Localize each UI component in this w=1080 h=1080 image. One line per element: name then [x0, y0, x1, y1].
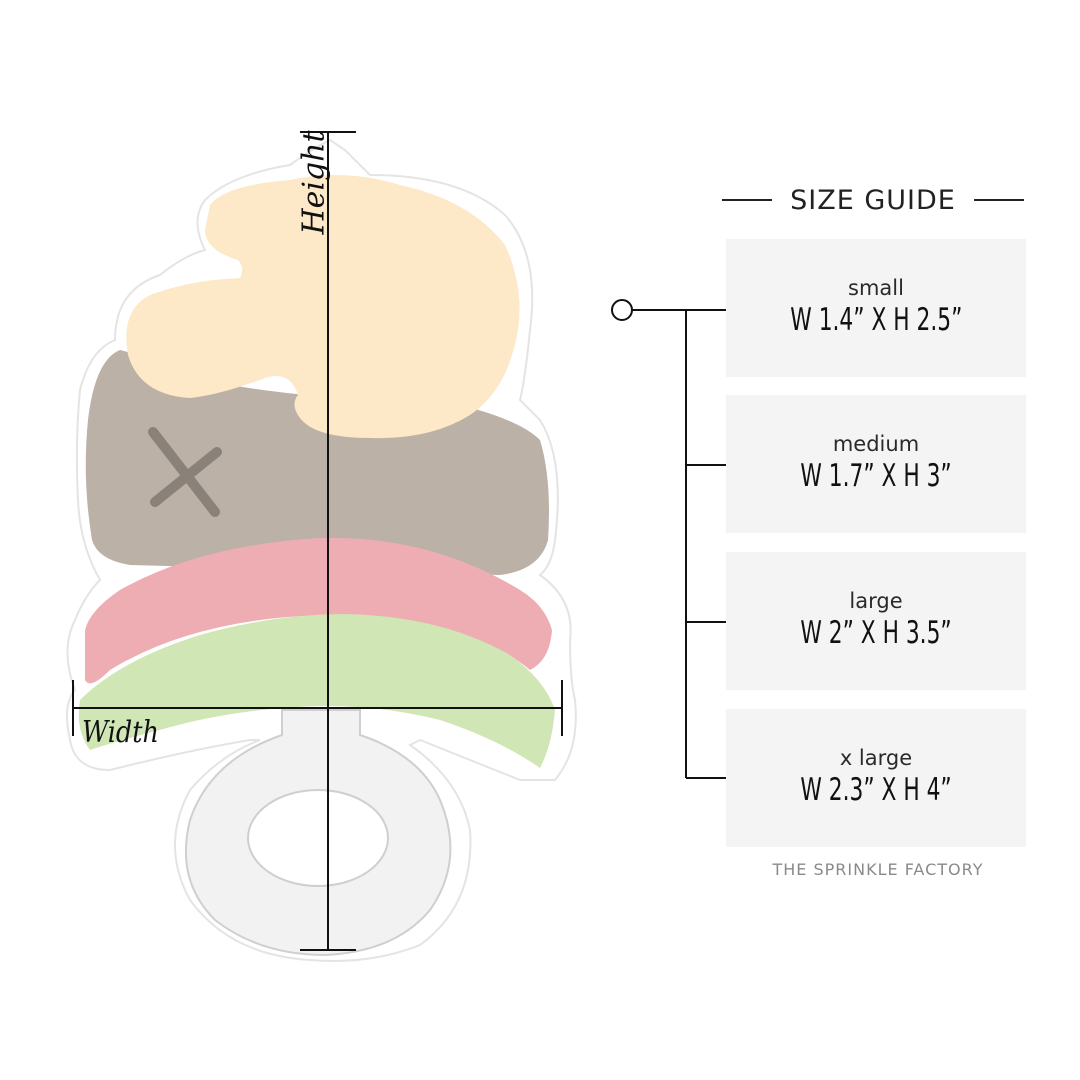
size-guide-title: SIZE GUIDE — [790, 184, 956, 216]
header-rule-left — [722, 199, 772, 201]
header-rule-right — [974, 199, 1024, 201]
green-band — [78, 614, 555, 768]
size-name: small — [848, 276, 904, 300]
size-dimensions: W 2” X H 3.5” — [800, 615, 952, 651]
pink-band — [85, 537, 552, 684]
size-name: x large — [839, 746, 913, 770]
height-label: Height — [296, 130, 332, 235]
size-card-medium: medium W 1.7” X H 3” — [726, 395, 1026, 533]
width-label: Width — [82, 715, 159, 750]
size-card-x-large: x large W 2.3” X H 4” — [726, 709, 1026, 847]
size-dimensions: W 1.4” X H 2.5” — [789, 302, 963, 338]
ice-cream-scoop — [126, 175, 520, 439]
pacifier-ring — [184, 709, 452, 957]
height-axis — [300, 131, 356, 951]
size-name: large — [849, 589, 903, 613]
width-axis — [72, 680, 563, 736]
size-name: medium — [832, 432, 920, 456]
size-dimensions: W 2.3” X H 4” — [800, 772, 952, 808]
size-dimensions: W 1.7” X H 3” — [800, 458, 952, 494]
size-card-small: small W 1.4” X H 2.5” — [726, 239, 1026, 377]
x-mark — [148, 427, 222, 517]
size-guide-header: SIZE GUIDE — [722, 180, 1024, 220]
size-card-large: large W 2” X H 3.5” — [726, 552, 1026, 690]
brand-name: THE SPRINKLE FACTORY — [772, 860, 984, 879]
